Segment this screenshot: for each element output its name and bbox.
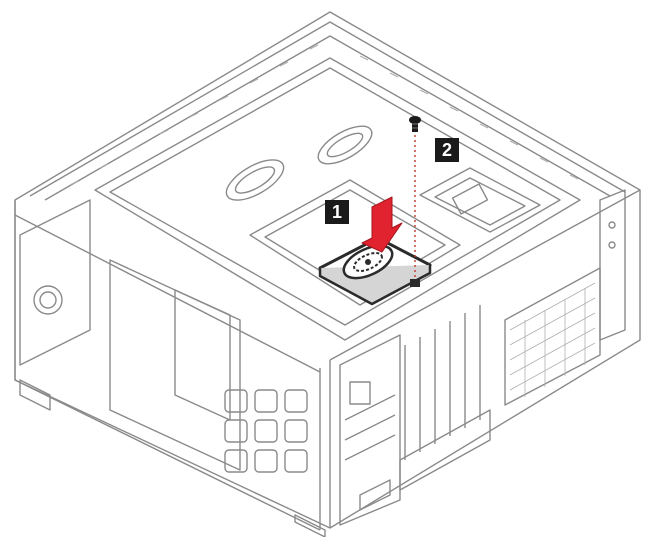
case-foot-front	[294, 514, 326, 537]
front-vent-grid	[224, 389, 308, 473]
drive-bay	[249, 179, 461, 306]
case-foot-left	[19, 379, 51, 411]
psu-panel	[19, 199, 91, 366]
case-left-face	[14, 200, 321, 531]
screw-icon	[409, 116, 421, 132]
case-top-rim	[29, 21, 626, 197]
cpu-socket	[419, 167, 541, 233]
chassis-floor	[94, 57, 581, 341]
rear-io-panel	[339, 334, 401, 526]
hard-drive	[318, 236, 432, 306]
expansion-slots	[404, 305, 481, 460]
rear-vent	[504, 267, 601, 406]
case-front-edge	[329, 189, 641, 361]
down-arrow-icon	[361, 196, 403, 253]
screw-hole	[410, 279, 420, 287]
step-2-badge: 2	[435, 138, 459, 162]
step-1-badge: 1	[325, 200, 349, 224]
